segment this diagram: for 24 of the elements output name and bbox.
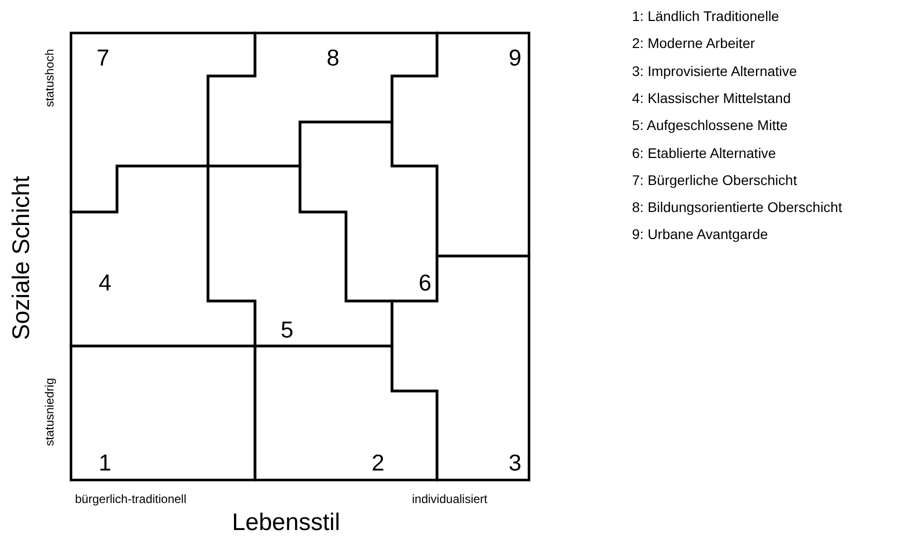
axis-end-label: bürgerlich-traditionell — [75, 493, 186, 506]
region-number: 7 — [96, 46, 110, 70]
key-entry: 1: Ländlich Traditionelle — [632, 9, 780, 24]
key-entry: 6: Etablierte Alternative — [632, 146, 776, 161]
key-entry: 9: Urbane Avantgarde — [632, 227, 768, 243]
key-entry: 5: Aufgeschlossene Mitte — [632, 118, 788, 134]
key-entry: 8: Bildungsorientierte Oberschicht — [632, 200, 842, 216]
key-entry: 7: Bürgerliche Oberschicht — [632, 172, 797, 188]
region-number: 4 — [98, 272, 112, 294]
region-number: 6 — [418, 272, 432, 294]
region-number: 5 — [280, 318, 294, 342]
axis-title: Soziale Schicht — [8, 176, 36, 340]
key-entry: 3: Improvisierte Alternative — [632, 64, 797, 79]
axis-end-label: statushoch — [43, 48, 57, 108]
axis-end-label: individualisiert — [412, 493, 488, 506]
region-number: 1 — [98, 452, 112, 474]
region-number: 3 — [508, 452, 522, 474]
axis-end-label: statusniedrig — [43, 378, 57, 446]
region-number: 9 — [508, 46, 522, 70]
axis-title: Lebensstil — [232, 510, 340, 536]
key-entry: 2: Moderne Arbeiter — [632, 36, 755, 52]
key-entry: 4: Klassischer Mittelstand — [632, 90, 791, 106]
region-number: 2 — [372, 452, 384, 474]
region-number: 8 — [326, 46, 340, 70]
